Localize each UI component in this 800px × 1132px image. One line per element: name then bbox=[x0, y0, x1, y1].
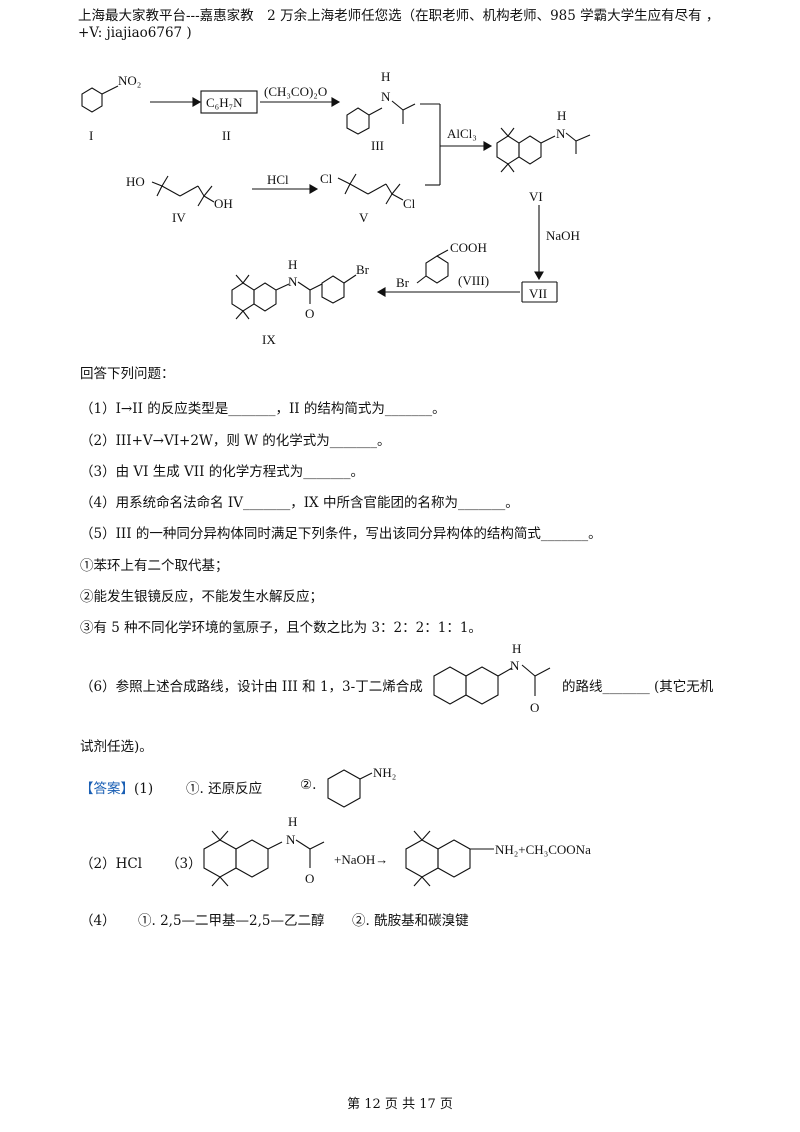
answer-label: 【答案】 bbox=[80, 781, 134, 797]
question-1: （1）I→II 的反应类型是_______，II 的结构简式为_______。 bbox=[80, 401, 446, 417]
question-3: （3）由 VI 生成 VII 的化学方程式为_______。 bbox=[80, 464, 365, 480]
condition-1: ①苯环上有二个取代基； bbox=[80, 558, 229, 574]
compound-V-label: V bbox=[359, 210, 369, 225]
V-Cl-a: Cl bbox=[320, 171, 333, 186]
III-H: H bbox=[381, 69, 390, 84]
questions-intro: 回答下列问题： bbox=[80, 366, 175, 382]
IX-O: O bbox=[305, 306, 314, 321]
condition-3: ③有 5 种不同化学环境的氢原子，且个数之比为 3：2：2：1：1。 bbox=[80, 620, 482, 636]
question-6-part-c: 试剂任选)。 bbox=[80, 739, 153, 755]
question-6-part-b: 的路线_______ (其它无机 bbox=[562, 679, 714, 695]
answer-2: （2）HCl bbox=[80, 856, 143, 872]
answer-1-nh2: NH₂ bbox=[373, 765, 396, 780]
answer-3-O: O bbox=[305, 871, 314, 886]
reagent-naoh: NaOH bbox=[546, 228, 580, 243]
VIII-Br: Br bbox=[396, 275, 410, 290]
answer-3-num: （3） bbox=[166, 856, 202, 872]
V-Cl-b: Cl bbox=[403, 196, 416, 211]
page-header: 上海最大家教平台---嘉惠家教 2 万余上海老师任您选（在职老师、机构老师、98… bbox=[78, 8, 720, 41]
compound-III-label: III bbox=[371, 138, 384, 153]
question-2: （2）III+V→VI+2W，则 W 的化学式为_______。 bbox=[80, 433, 391, 449]
compound-II-label: II bbox=[222, 128, 231, 143]
answer-1-part-2: ②. bbox=[300, 777, 317, 793]
IV-HO: HO bbox=[126, 174, 145, 189]
answer-1-num: (1) bbox=[134, 781, 154, 797]
reagent-alcl3: AlCl₃ bbox=[447, 126, 477, 141]
IX-N: N bbox=[288, 274, 298, 289]
q6-H: H bbox=[512, 641, 521, 656]
compound-IV-label: IV bbox=[172, 210, 186, 225]
compound-IX-label: IX bbox=[262, 332, 276, 347]
answer-4-part-1: ①. 2,5—二甲基—2,5—乙二醇 bbox=[138, 913, 325, 929]
compound-I-label: I bbox=[89, 128, 93, 143]
condition-2: ②能发生银镜反应，不能发生水解反应； bbox=[80, 589, 323, 605]
answer-3-product: NH₂+CH₃COONa bbox=[495, 842, 591, 857]
synthesis-scheme: NO₂ I C₆H₇N II (CH₃CO)₂O H N III AlCl₃ H… bbox=[81, 69, 591, 347]
VI-N: N bbox=[556, 126, 566, 141]
IX-H: H bbox=[288, 257, 297, 272]
compound-VIII-label: (VIII) bbox=[458, 273, 489, 288]
answer-3-reagent: +NaOH→ bbox=[334, 852, 388, 867]
IV-OH: OH bbox=[214, 196, 233, 211]
answer-3-N: N bbox=[286, 832, 296, 847]
IX-Br: Br bbox=[356, 262, 370, 277]
VI-H: H bbox=[557, 108, 566, 123]
reagent-hcl: HCl bbox=[267, 172, 289, 187]
no2-label: NO₂ bbox=[118, 73, 141, 88]
compound-VII-label: VII bbox=[529, 286, 547, 301]
q6-N: N bbox=[510, 658, 520, 673]
question-6-part-a: （6）参照上述合成路线，设计由 III 和 1，3-丁二烯合成 bbox=[80, 679, 423, 695]
page-footer: 第 12 页 共 17 页 bbox=[347, 1097, 453, 1112]
compound-VI-label: VI bbox=[529, 189, 543, 204]
answer-1-row: 【答案】(1) bbox=[80, 777, 153, 797]
q6-O: O bbox=[530, 700, 539, 715]
answer-4-num: （4） bbox=[80, 913, 116, 929]
reagent-acetic-anhydride: (CH₃CO)₂O bbox=[264, 84, 327, 99]
compound-II-formula: C₆H₇N bbox=[206, 95, 243, 110]
VIII-COOH: COOH bbox=[450, 240, 487, 255]
answer-4-part-2: ②. 酰胺基和碳溴键 bbox=[352, 913, 469, 929]
answer-1-part-1: ①. 还原反应 bbox=[186, 781, 263, 797]
III-N: N bbox=[381, 89, 391, 104]
question-5: （5）III 的一种同分异构体同时满足下列条件，写出该同分异构体的结构简式___… bbox=[80, 526, 602, 542]
question-4: （4）用系统命名法命名 IV_______，IX 中所含官能团的名称为_____… bbox=[80, 495, 519, 511]
answer-3-H: H bbox=[288, 814, 297, 829]
